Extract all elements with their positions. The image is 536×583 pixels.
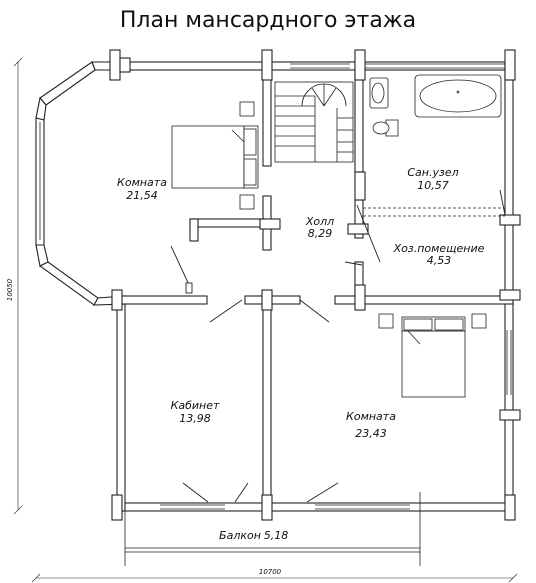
- doors: [170, 189, 506, 503]
- hall-name: Холл: [305, 215, 334, 228]
- partition-dashed: [363, 207, 505, 217]
- bathroom-area: 10,57: [417, 179, 449, 192]
- balcony-area: 5,18: [264, 529, 289, 542]
- utility-area: 4,53: [427, 254, 452, 267]
- utility-name: Хоз.помещение: [393, 242, 485, 255]
- cabinet-area: 13,98: [179, 412, 211, 425]
- windows: [39, 63, 512, 510]
- dimension-width: 10700: [259, 568, 282, 576]
- balcony-name: Балкон: [219, 529, 261, 542]
- bed-room-2: [378, 313, 487, 398]
- room-2-name: Комната: [346, 410, 396, 423]
- bed-room-1: [171, 101, 259, 210]
- bathroom-name: Сан.узел: [407, 166, 458, 179]
- log-joints: [109, 49, 521, 521]
- bathroom-fixtures: [369, 74, 502, 137]
- dimension-lines: [13, 57, 518, 583]
- room-1-name: Комната: [117, 176, 167, 189]
- room-2-area: 23,43: [355, 427, 387, 440]
- plan-title: План мансардного этажа: [119, 8, 417, 33]
- hall-area: 8,29: [308, 227, 333, 240]
- staircase: [274, 81, 354, 163]
- cabinet-name: Кабинет: [171, 399, 220, 412]
- balcony: [124, 492, 421, 566]
- room-1-area: 21,54: [126, 189, 158, 202]
- exterior-walls: [35, 61, 514, 513]
- dimension-height: 10050: [6, 278, 14, 301]
